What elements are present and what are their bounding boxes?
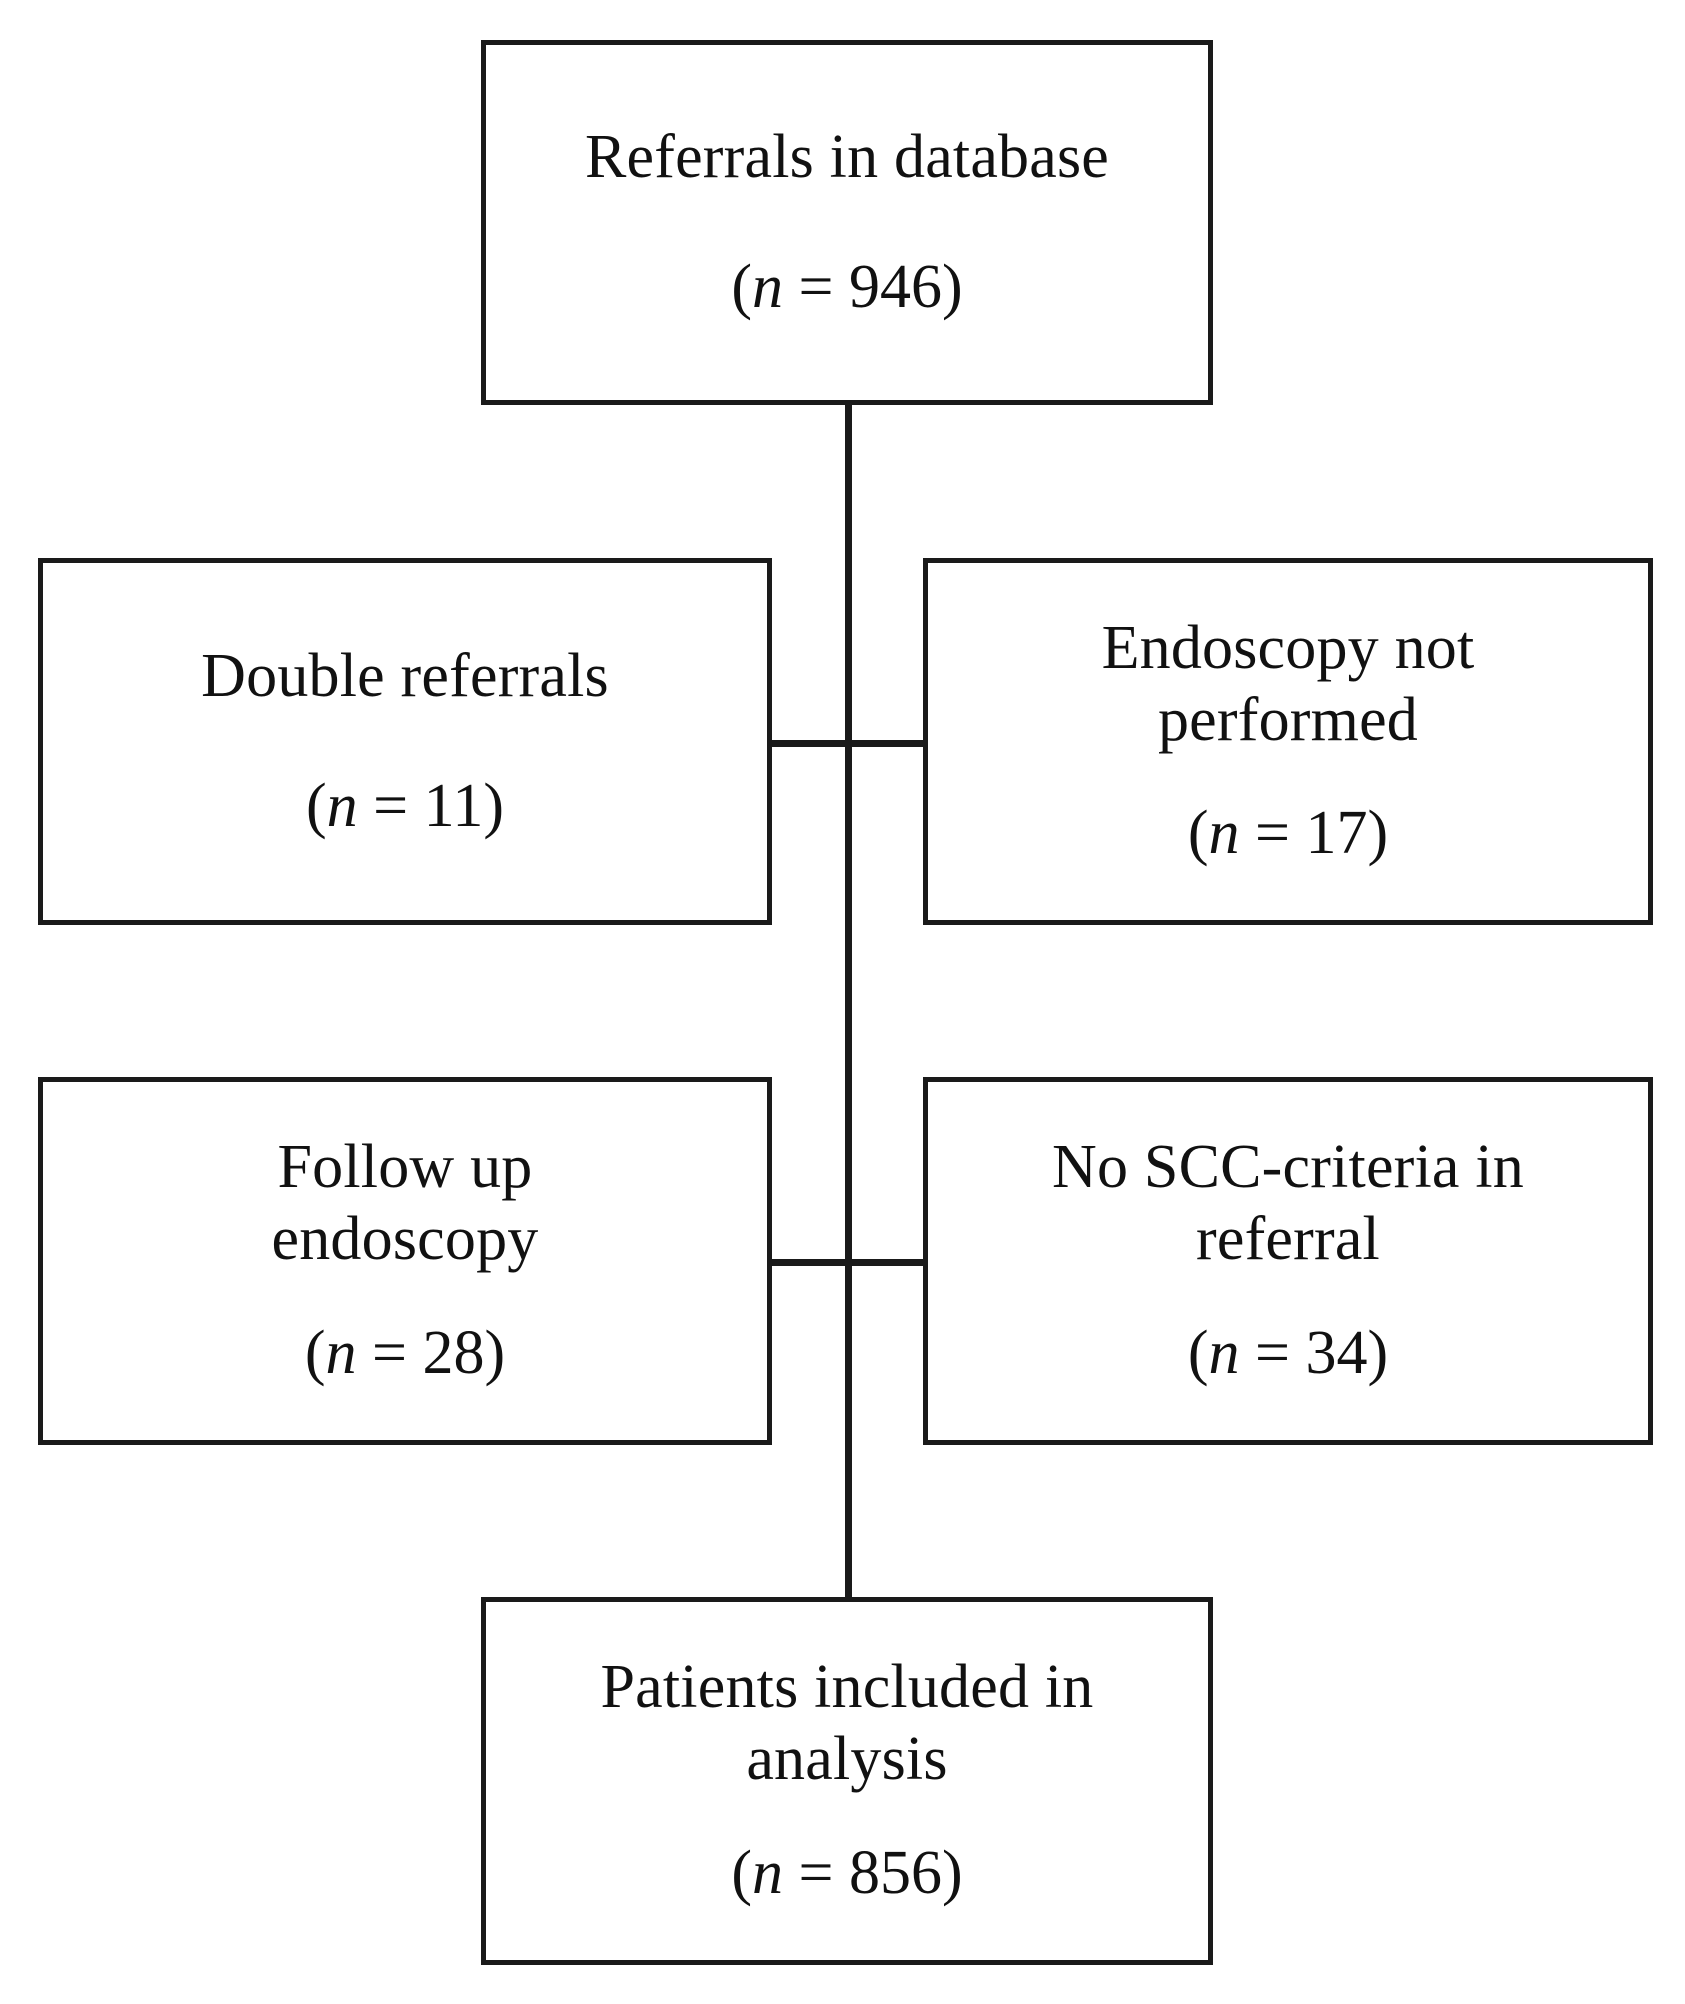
count-value: 946 (848, 252, 942, 321)
node-label-line: Referrals in database (584, 122, 1110, 191)
count-suffix: ) (1367, 1318, 1389, 1387)
count-n-symbol: n (1208, 799, 1240, 868)
connector-main-spine (845, 400, 852, 1600)
node-patients-included-in-analysis: Patients included in analysis (n = 856) (481, 1597, 1213, 1965)
count-prefix: ( (1187, 799, 1209, 868)
count-value: 856 (848, 1838, 942, 1907)
count-value: 28 (422, 1318, 485, 1387)
count-prefix: ( (731, 252, 753, 321)
node-endoscopy-not-performed: Endoscopy not performed (n = 17) (923, 558, 1653, 925)
count-equals: = (357, 771, 424, 840)
count-n-symbol: n (752, 252, 784, 321)
count-prefix: ( (306, 771, 327, 840)
node-label-line: referral (1196, 1205, 1380, 1274)
count-suffix: ) (1367, 799, 1389, 868)
node-count: (n = 11) (306, 771, 504, 843)
node-label-line: Patients included in (600, 1653, 1094, 1722)
node-label-line: Double referrals (201, 641, 609, 710)
node-referrals-in-database: Referrals in database (n = 946) (481, 40, 1213, 405)
node-label-line: analysis (746, 1725, 948, 1794)
count-prefix: ( (731, 1838, 753, 1907)
node-label-line: No SCC-criteria in (1052, 1133, 1524, 1202)
node-double-referrals: Double referrals (n = 11) (38, 558, 772, 925)
count-value: 11 (423, 771, 484, 840)
node-label-line: endoscopy (271, 1205, 539, 1274)
node-count: (n = 34) (1188, 1318, 1388, 1390)
node-count: (n = 856) (731, 1838, 962, 1910)
count-equals: = (1239, 799, 1306, 868)
node-count: (n = 17) (1188, 798, 1388, 870)
connector-branch-row-1 (768, 740, 927, 747)
count-prefix: ( (304, 1318, 326, 1387)
node-count: (n = 28) (305, 1318, 505, 1390)
count-suffix: ) (941, 1838, 963, 1907)
connector-branch-row-2 (768, 1259, 927, 1266)
node-label-line: Endoscopy not (1101, 613, 1475, 682)
count-suffix: ) (483, 771, 504, 840)
node-no-scc-criteria-in-referral: No SCC-criteria in referral (n = 34) (923, 1077, 1653, 1445)
count-equals: = (783, 252, 849, 321)
count-equals: = (783, 1838, 849, 1907)
count-equals: = (356, 1318, 423, 1387)
count-n-symbol: n (325, 1318, 357, 1387)
count-n-symbol: n (752, 1838, 784, 1907)
count-prefix: ( (1187, 1318, 1209, 1387)
node-label-line: Follow up (277, 1133, 533, 1202)
count-value: 17 (1305, 799, 1368, 868)
node-label-line: performed (1157, 685, 1418, 754)
count-suffix: ) (484, 1318, 506, 1387)
count-suffix: ) (941, 252, 963, 321)
node-follow-up-endoscopy: Follow up endoscopy (n = 28) (38, 1077, 772, 1445)
count-n-symbol: n (326, 771, 358, 840)
node-count: (n = 946) (731, 252, 962, 324)
count-n-symbol: n (1208, 1318, 1240, 1387)
count-equals: = (1239, 1318, 1306, 1387)
count-value: 34 (1305, 1318, 1368, 1387)
